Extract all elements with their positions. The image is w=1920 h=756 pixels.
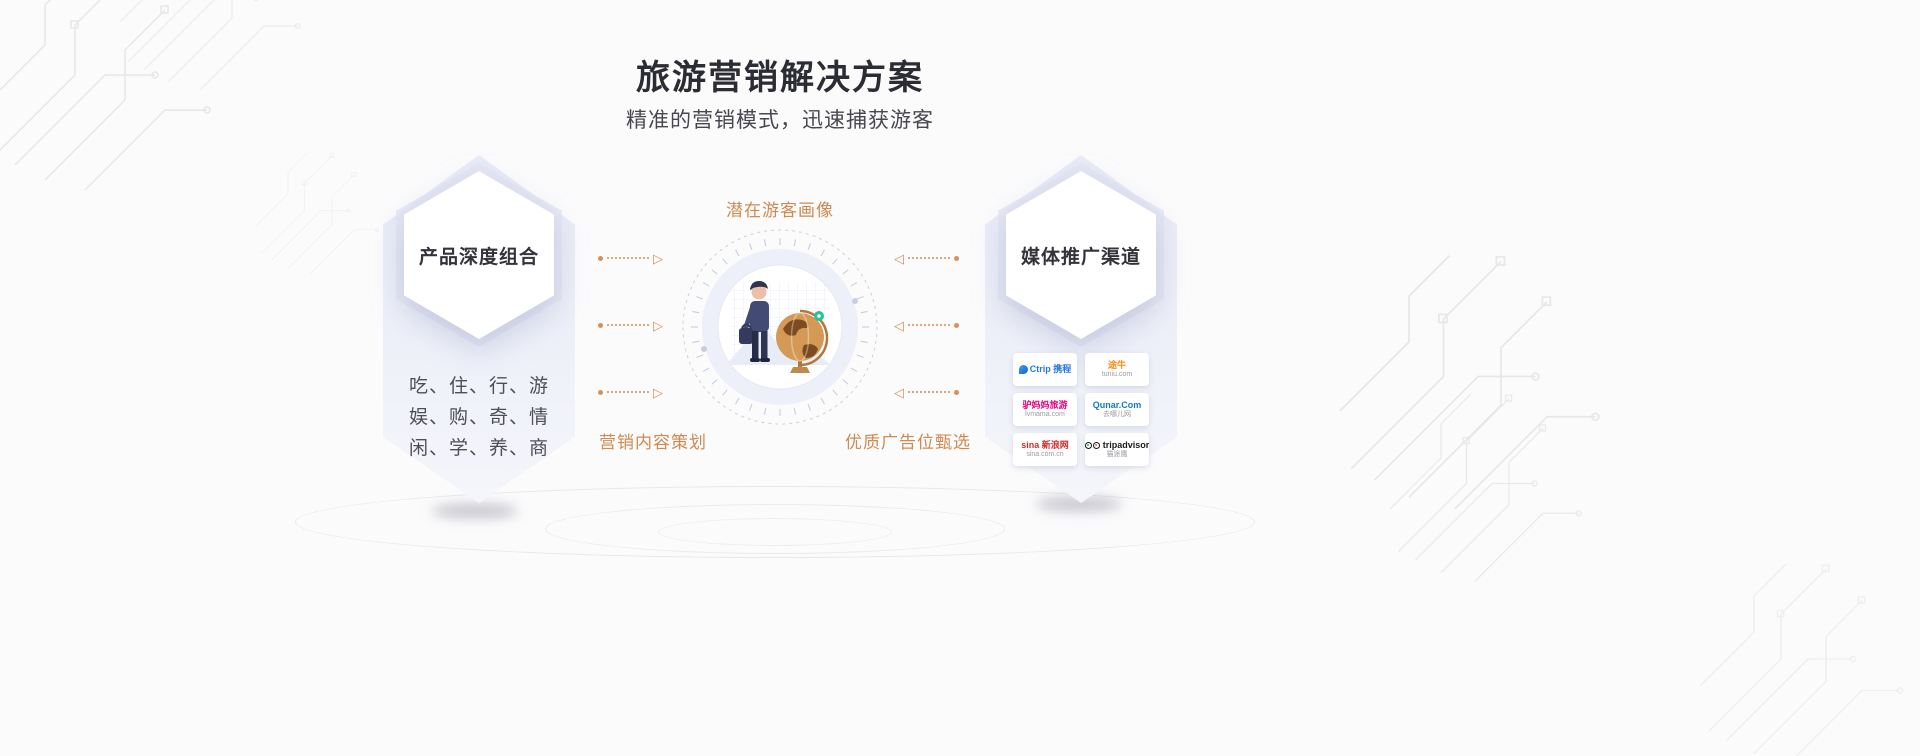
hexagon-badge: 产品深度组合 (404, 171, 554, 339)
outer-dashed-ring (682, 229, 878, 425)
label-marketing-content-planning: 营销内容策划 (599, 433, 707, 452)
label-potential-tourist-profile: 潜在游客画像 (726, 201, 834, 220)
media-channels-card: 媒体推广渠道 Ctrip 携程 途牛 tuniu.com 驴妈妈旅游 (985, 155, 1177, 503)
logo-qunar: Qunar.Com 去哪儿网 (1085, 393, 1149, 426)
media-logo-grid: Ctrip 携程 途牛 tuniu.com 驴妈妈旅游 lvmama.com Q… (1013, 353, 1149, 466)
left-card-line: 闲、学、养、商 (408, 438, 549, 459)
globe-icon (776, 309, 829, 373)
hexagon-badge: 媒体推广渠道 (1006, 171, 1156, 339)
left-card-text: 吃、住、行、游 娱、购、奇、情 闲、学、养、商 (383, 371, 575, 464)
traveler-person (739, 281, 770, 362)
arrow-right-1: ◁ (893, 251, 959, 265)
sina-logo-text: sina 新浪网 (1021, 439, 1069, 450)
arrow-left-1: ▷ (598, 251, 664, 265)
lvmama-logo-text: 驴妈妈旅游 (1022, 399, 1068, 410)
illustration-svg (682, 229, 878, 425)
arrow-right-3: ◁ (893, 385, 959, 399)
ctrip-dolphin-icon (1018, 364, 1028, 374)
left-card-line: 娱、购、奇、情 (408, 407, 549, 428)
left-card-title: 产品深度组合 (418, 246, 539, 268)
left-card-shadow (432, 504, 518, 518)
product-combination-card: 产品深度组合 吃、住、行、游 娱、购、奇、情 闲、学、养、商 (383, 155, 575, 503)
page-title: 旅游营销解决方案 (636, 59, 924, 97)
tripadvisor-owl-icon (1085, 442, 1100, 450)
logo-tripadvisor: tripadvisor 猫途鹰 (1085, 433, 1149, 466)
left-card-line: 吃、住、行、游 (408, 376, 549, 397)
ring-dot (701, 346, 707, 352)
logo-tuniu: 途牛 tuniu.com (1085, 353, 1149, 386)
ground-ellipse-middle (545, 504, 1005, 554)
tuniu-logo-text: 途牛 (1107, 359, 1126, 370)
arrow-left-2: ▷ (598, 318, 664, 332)
location-pin-icon (814, 311, 824, 321)
right-card-title: 媒体推广渠道 (1020, 246, 1141, 268)
ground-ellipse-inner (658, 518, 892, 546)
traveler-globe-illustration (680, 227, 880, 427)
arrow-left-3: ▷ (598, 385, 664, 399)
ring-dot (852, 298, 858, 304)
logo-sina: sina 新浪网 sina.com.cn (1013, 433, 1077, 466)
tripadvisor-logo-text: tripadvisor (1085, 440, 1149, 451)
label-premium-ad-selection: 优质广告位甄选 (845, 433, 971, 452)
logo-ctrip: Ctrip 携程 (1013, 353, 1077, 386)
page-subtitle: 精准的营销模式，迅速捕获游客 (626, 109, 934, 132)
arrow-right-2: ◁ (893, 318, 959, 332)
ctrip-logo-text: Ctrip 携程 (1018, 364, 1071, 375)
ground-ellipse-outer (295, 486, 1255, 558)
logo-lvmama: 驴妈妈旅游 lvmama.com (1013, 393, 1077, 426)
tick-ring (691, 238, 869, 416)
qunar-logo-text: Qunar.Com (1092, 399, 1142, 410)
right-card-shadow (1036, 497, 1122, 511)
